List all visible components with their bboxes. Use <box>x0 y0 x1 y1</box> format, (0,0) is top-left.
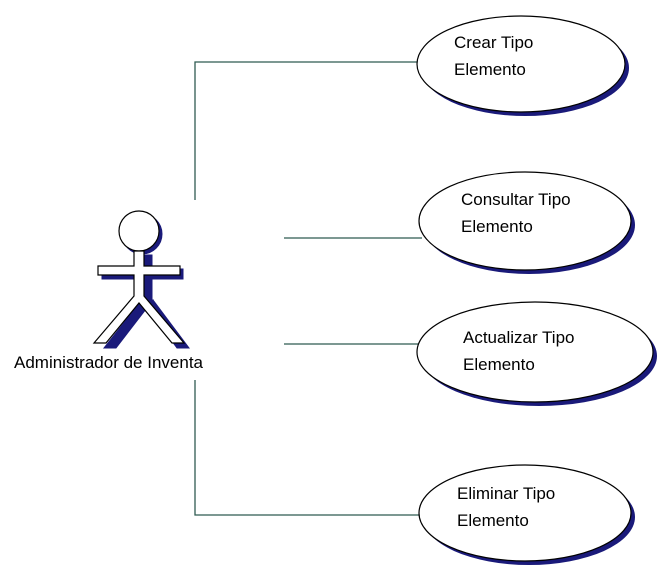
use-case-consultar-line1: Consultar Tipo <box>461 190 571 209</box>
use-case-actualizar-line1: Actualizar Tipo <box>463 328 575 347</box>
actor-figure <box>92 210 190 349</box>
association-lines <box>194 61 422 516</box>
use-case-consultar-tipo-elemento[interactable]: Consultar Tipo Elemento <box>418 171 635 274</box>
use-case-eliminar-tipo-elemento[interactable]: Eliminar Tipo Elemento <box>418 464 635 565</box>
use-case-eliminar-line1: Eliminar Tipo <box>457 484 555 503</box>
use-case-consultar-line2: Elemento <box>461 217 533 236</box>
association-line-crear <box>194 61 418 200</box>
use-case-eliminar-line2: Elemento <box>457 511 529 530</box>
actor-label: Administrador de Inventa <box>14 353 204 372</box>
use-case-actualizar-tipo-elemento[interactable]: Actualizar Tipo Elemento <box>416 301 657 406</box>
use-case-crear-line1: Crear Tipo <box>454 33 533 52</box>
association-line-eliminar <box>194 380 420 516</box>
use-case-crear-tipo-elemento[interactable]: Crear Tipo Elemento <box>416 15 629 116</box>
use-case-actualizar-line2: Elemento <box>463 355 535 374</box>
actor-body <box>92 250 186 344</box>
use-case-crear-line2: Elemento <box>454 60 526 79</box>
actor-head <box>118 210 160 252</box>
